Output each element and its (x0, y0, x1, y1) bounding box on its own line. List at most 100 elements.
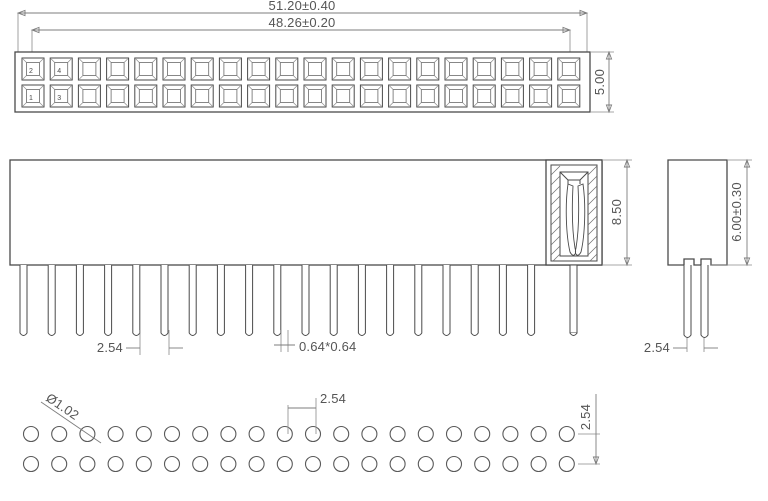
footprint-hole (389, 455, 406, 473)
dimension-pitch-side: 2.54 (97, 330, 183, 355)
pin-number-label: 4 (57, 68, 61, 75)
contact-cell-inner (167, 62, 181, 76)
contact-cell-inner (561, 89, 576, 103)
contact-cell-chamfer (163, 58, 185, 80)
contact-cell-inner (533, 62, 548, 76)
contact-cell-chamfer (50, 58, 72, 80)
contact-cell-inner (54, 89, 69, 103)
contact-cell (218, 57, 242, 81)
side-view-pin (357, 265, 366, 336)
contact-cell-chamfer (107, 85, 128, 107)
section-hatch (550, 165, 598, 262)
end-view-pin-array (683, 265, 709, 338)
dim-label-pin-cross-section: 0.64*0.64 (299, 339, 356, 354)
contact-cell-inner (26, 62, 40, 76)
side-view-pin (470, 265, 479, 336)
footprint-hole (304, 455, 322, 473)
footprint-hole (361, 425, 378, 443)
contact-cell (303, 84, 327, 108)
footprint-hole (276, 425, 293, 443)
contact-cell-inner (167, 89, 181, 103)
side-view-pin (414, 265, 423, 336)
footprint-hole (417, 455, 434, 473)
dimension-body-height-end: 6.00±0.30 (711, 158, 752, 267)
contact-cell (106, 57, 130, 81)
contact-cell (21, 57, 45, 81)
footprint-hole (304, 425, 322, 443)
contact-cell-inner (279, 62, 294, 76)
side-view-pin (386, 265, 395, 336)
end-view: 6.00±0.30 2.54 (644, 158, 752, 355)
contact-cell-inner (364, 89, 379, 103)
contact-cell (359, 84, 383, 108)
contact-cell-chamfer (332, 85, 354, 107)
contact-cell-chamfer (558, 58, 580, 80)
contact-cell (472, 84, 496, 108)
contact-cell-inner (82, 62, 97, 76)
contact-cell-inner (138, 62, 153, 76)
footprint-hole (135, 455, 152, 473)
dimension-pin-cross-section: 0.64*0.64 (274, 330, 356, 354)
contact-cell (49, 84, 73, 108)
dim-label-contact-span: 48.26±0.20 (269, 15, 336, 30)
footprint-hole (445, 425, 463, 443)
side-view-pin (442, 265, 451, 336)
contact-cell-inner (26, 89, 40, 103)
contact-cell-chamfer (220, 58, 241, 80)
dim-label-pitch-end: 2.54 (644, 340, 670, 355)
contact-cell (190, 57, 214, 81)
dim-label-pitch-side: 2.54 (97, 340, 123, 355)
contact-cell-inner (392, 89, 407, 103)
contact-cell-chamfer (135, 58, 157, 80)
contact-cell-chamfer (417, 85, 439, 107)
footprint-hole (22, 425, 40, 443)
contact-cell (303, 57, 327, 81)
contact-cell-chamfer (22, 85, 44, 107)
footprint-hole (248, 455, 265, 473)
footprint-hole-array (22, 425, 575, 473)
dim-label-overall-length: 51.20±0.40 (269, 0, 336, 13)
contact-cell-inner (449, 62, 463, 76)
footprint-hole (558, 425, 575, 443)
side-view: 8.50 2.54 0.64*0.64 (9, 158, 632, 355)
contact-cell-inner (308, 62, 322, 76)
contact-cell-inner (82, 89, 97, 103)
contact-cell (331, 84, 355, 108)
footprint-hole (220, 455, 237, 473)
footprint-hole (51, 455, 68, 473)
footprint-hole (192, 425, 209, 443)
pin-number-label: 1 (29, 95, 33, 102)
contact-cell (247, 84, 271, 108)
side-view-pin (245, 265, 254, 336)
contact-cell-chamfer (135, 85, 157, 107)
contact-cell-inner (392, 62, 407, 76)
footprint-hole (135, 425, 152, 443)
dim-label-hole-diameter: Ø1.02 (43, 390, 82, 423)
footprint-hole (333, 455, 350, 473)
contact-cell-inner (449, 89, 463, 103)
side-view-pin (160, 265, 169, 336)
contact-cell (49, 57, 73, 81)
side-view-pin (301, 265, 310, 336)
side-view-pin-array (19, 265, 536, 336)
contact-cell-inner (364, 62, 379, 76)
footprint-hole (192, 455, 209, 473)
footprint-hole (558, 455, 575, 473)
contact-cell-chamfer (248, 85, 269, 107)
dim-label-body-width: 5.00 (592, 69, 607, 95)
contact-cell (500, 84, 524, 108)
contact-cell-inner (279, 89, 294, 103)
contact-cell-chamfer (163, 85, 185, 107)
contact-cell-inner (533, 89, 548, 103)
side-view-pin (132, 265, 141, 336)
contact-cell (444, 57, 468, 81)
dim-label-body-height-end: 6.00±0.30 (729, 182, 744, 242)
contact-cell-chamfer (361, 58, 382, 80)
contact-cell-chamfer (558, 85, 580, 107)
contact-cell (134, 84, 158, 108)
contact-cell (77, 84, 101, 108)
contact-cell (388, 84, 412, 108)
footprint-hole (502, 455, 519, 473)
side-view-pin (498, 265, 507, 336)
